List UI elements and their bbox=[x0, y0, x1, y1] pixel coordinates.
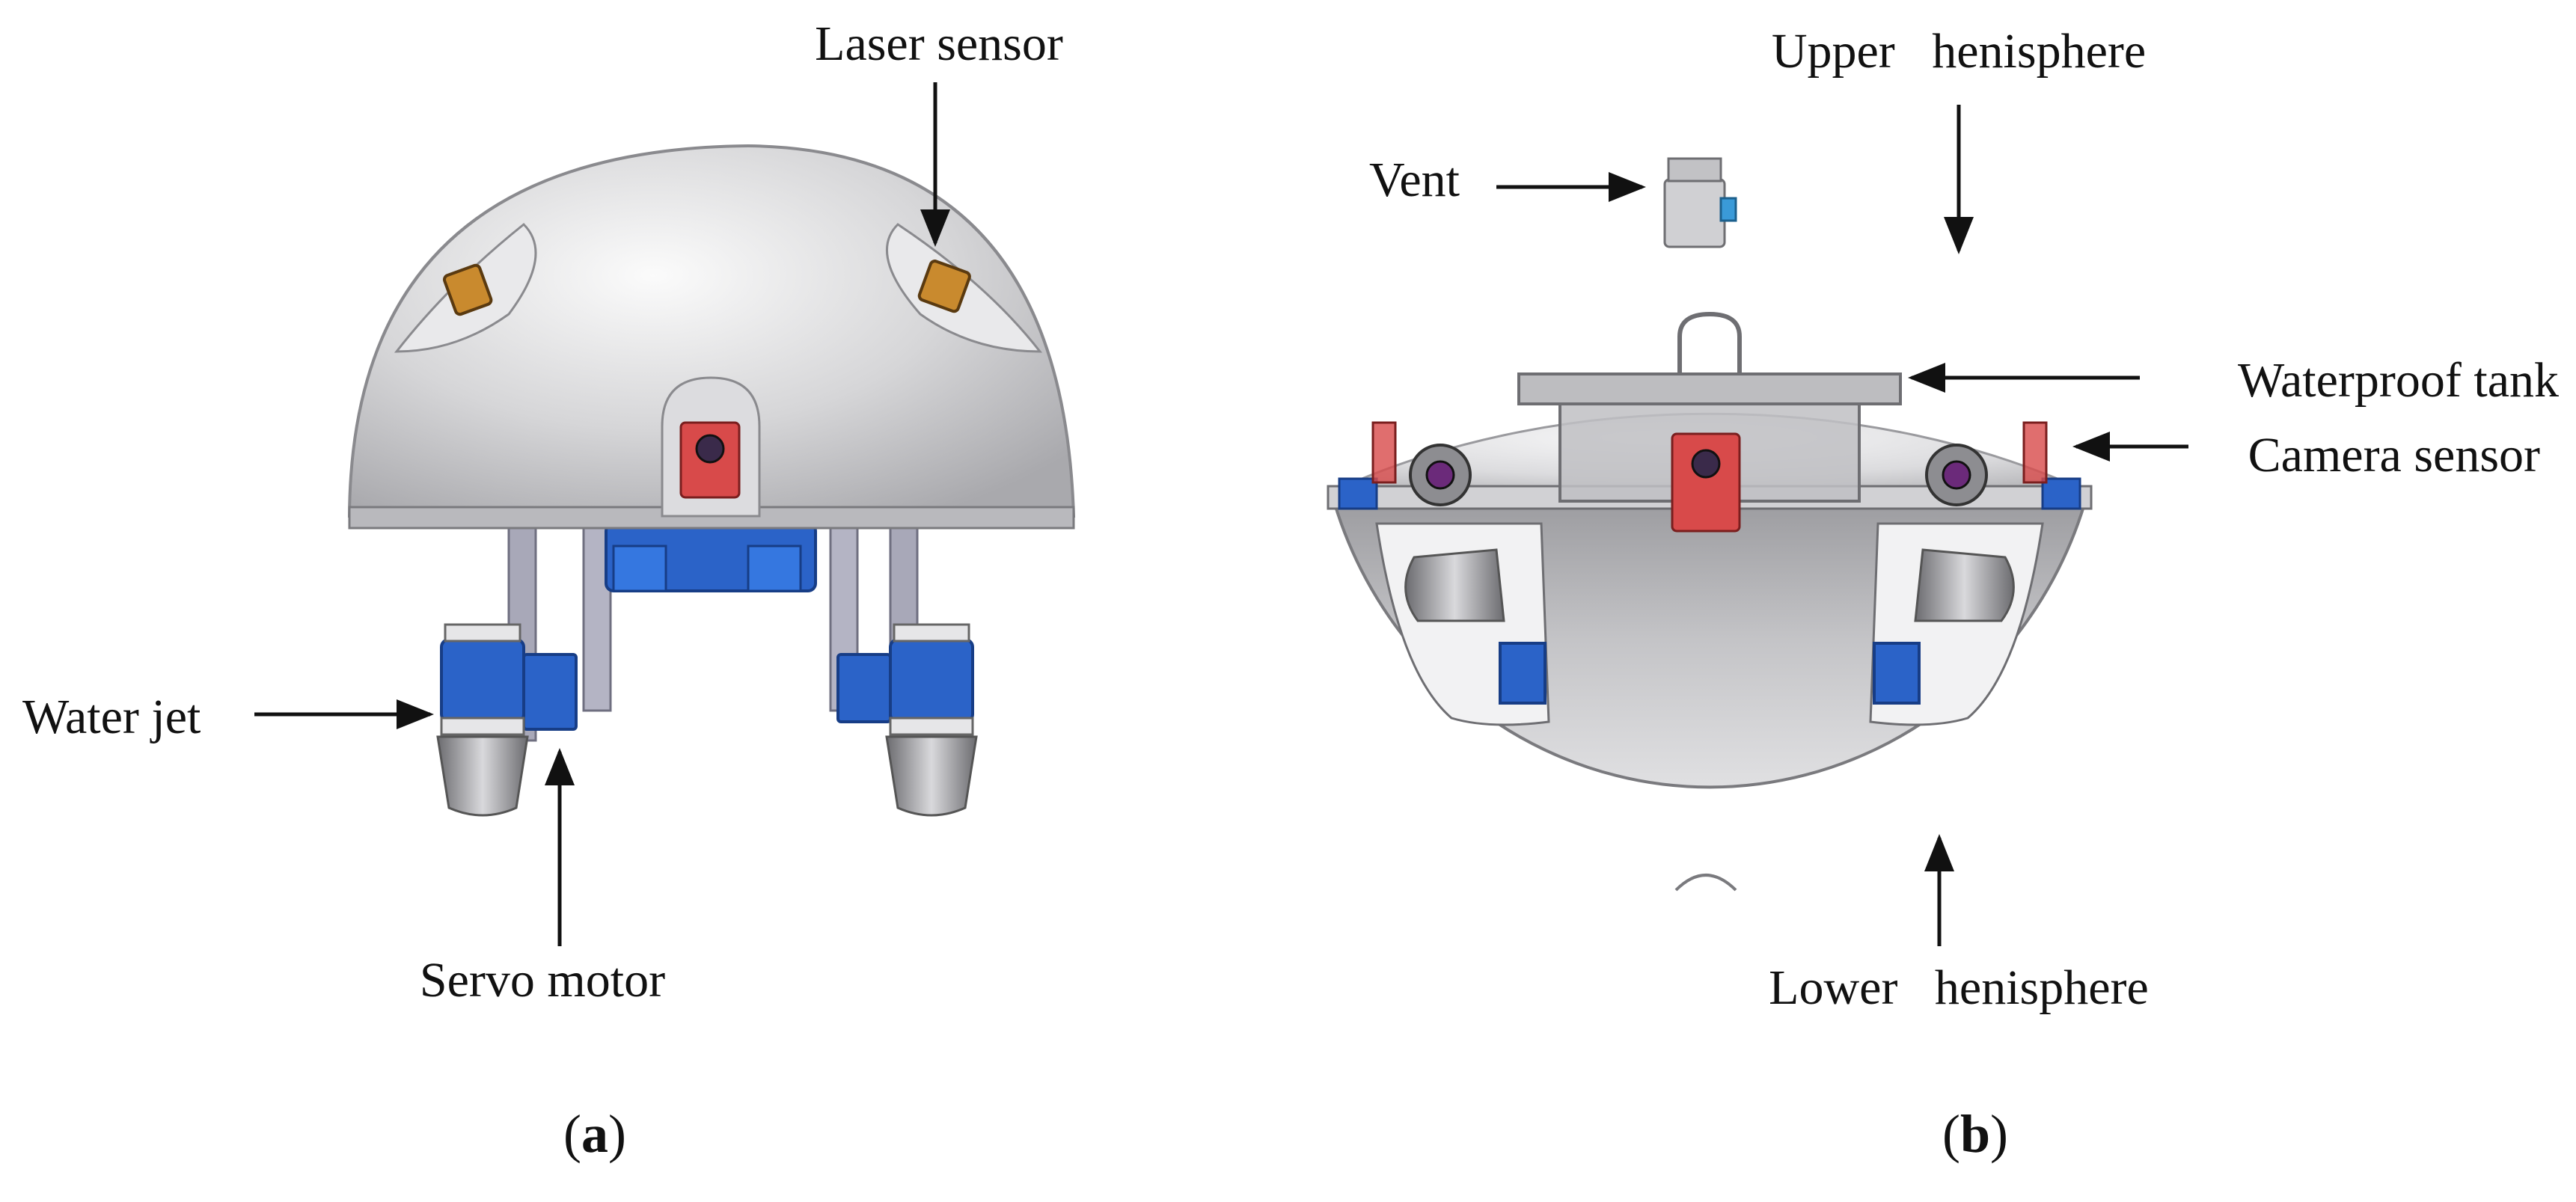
thruster-right-motor bbox=[1873, 642, 1921, 705]
laser-sensor-left bbox=[442, 263, 493, 316]
water-jet-left-ring bbox=[444, 623, 521, 643]
equator-blue-left bbox=[1338, 477, 1378, 510]
water-jet-right-band bbox=[889, 717, 974, 736]
water-jet-left-band bbox=[440, 717, 525, 736]
thruster-left-nozzle bbox=[1404, 548, 1505, 622]
caption-b: (b) bbox=[1942, 1104, 2008, 1164]
label-upper-hemisphere: Upper henisphere bbox=[1772, 24, 2146, 79]
tank-camera-lens bbox=[1691, 449, 1721, 479]
thruster-left-motor bbox=[1499, 642, 1546, 705]
camera-sensor-left-glass bbox=[1425, 460, 1455, 490]
camera-sensor-right-glass bbox=[1942, 460, 1971, 490]
panel-b: Upper henisphere Vent Waterproof tank Ca… bbox=[1327, 24, 2559, 1164]
panel-a-robot-drawing bbox=[347, 144, 1076, 817]
label-servo-motor: Servo motor bbox=[420, 953, 665, 1008]
equator-blue-right bbox=[2041, 477, 2081, 510]
water-jet-right-body bbox=[889, 638, 974, 723]
waterproof-tank-lid bbox=[1517, 372, 1902, 405]
water-jet-right-nozzle bbox=[885, 735, 978, 817]
caption-a: (a) bbox=[563, 1104, 626, 1164]
waterproof-tank-handle bbox=[1677, 311, 1742, 374]
camera-sensor-right-mount bbox=[2022, 421, 2048, 484]
label-lower-hemisphere: Lower henisphere bbox=[1769, 960, 2149, 1015]
central-motor-left bbox=[612, 545, 667, 592]
camera-sensor-left-mount bbox=[1371, 421, 1397, 484]
label-laser-sensor: Laser sensor bbox=[815, 16, 1063, 71]
servo-motor-right bbox=[836, 653, 892, 723]
label-waterproof-tank: Waterproof tank bbox=[2238, 353, 2559, 408]
laser-sensor-right bbox=[917, 260, 971, 313]
front-camera-lens bbox=[695, 434, 725, 464]
tank-camera-red bbox=[1671, 432, 1741, 533]
label-water-jet: Water jet bbox=[22, 690, 201, 744]
servo-motor-left bbox=[522, 653, 578, 731]
lower-hemisphere-notch bbox=[1674, 874, 1737, 892]
central-motor-right bbox=[747, 545, 802, 592]
panel-a: Laser sensor Water jet Servo motor (a) bbox=[22, 16, 1076, 1164]
thruster-right-nozzle bbox=[1914, 548, 2015, 622]
vent-body bbox=[1663, 178, 1726, 248]
label-camera-sensor: Camera sensor bbox=[2248, 428, 2540, 482]
panel-b-robot-drawing bbox=[1327, 157, 2093, 892]
label-vent: Vent bbox=[1369, 153, 1460, 207]
vent-cap bbox=[1667, 157, 1722, 183]
water-jet-left-nozzle bbox=[436, 735, 529, 817]
vent-clip bbox=[1719, 197, 1737, 222]
water-jet-right-ring bbox=[893, 623, 970, 643]
water-jet-left-body bbox=[440, 638, 525, 723]
